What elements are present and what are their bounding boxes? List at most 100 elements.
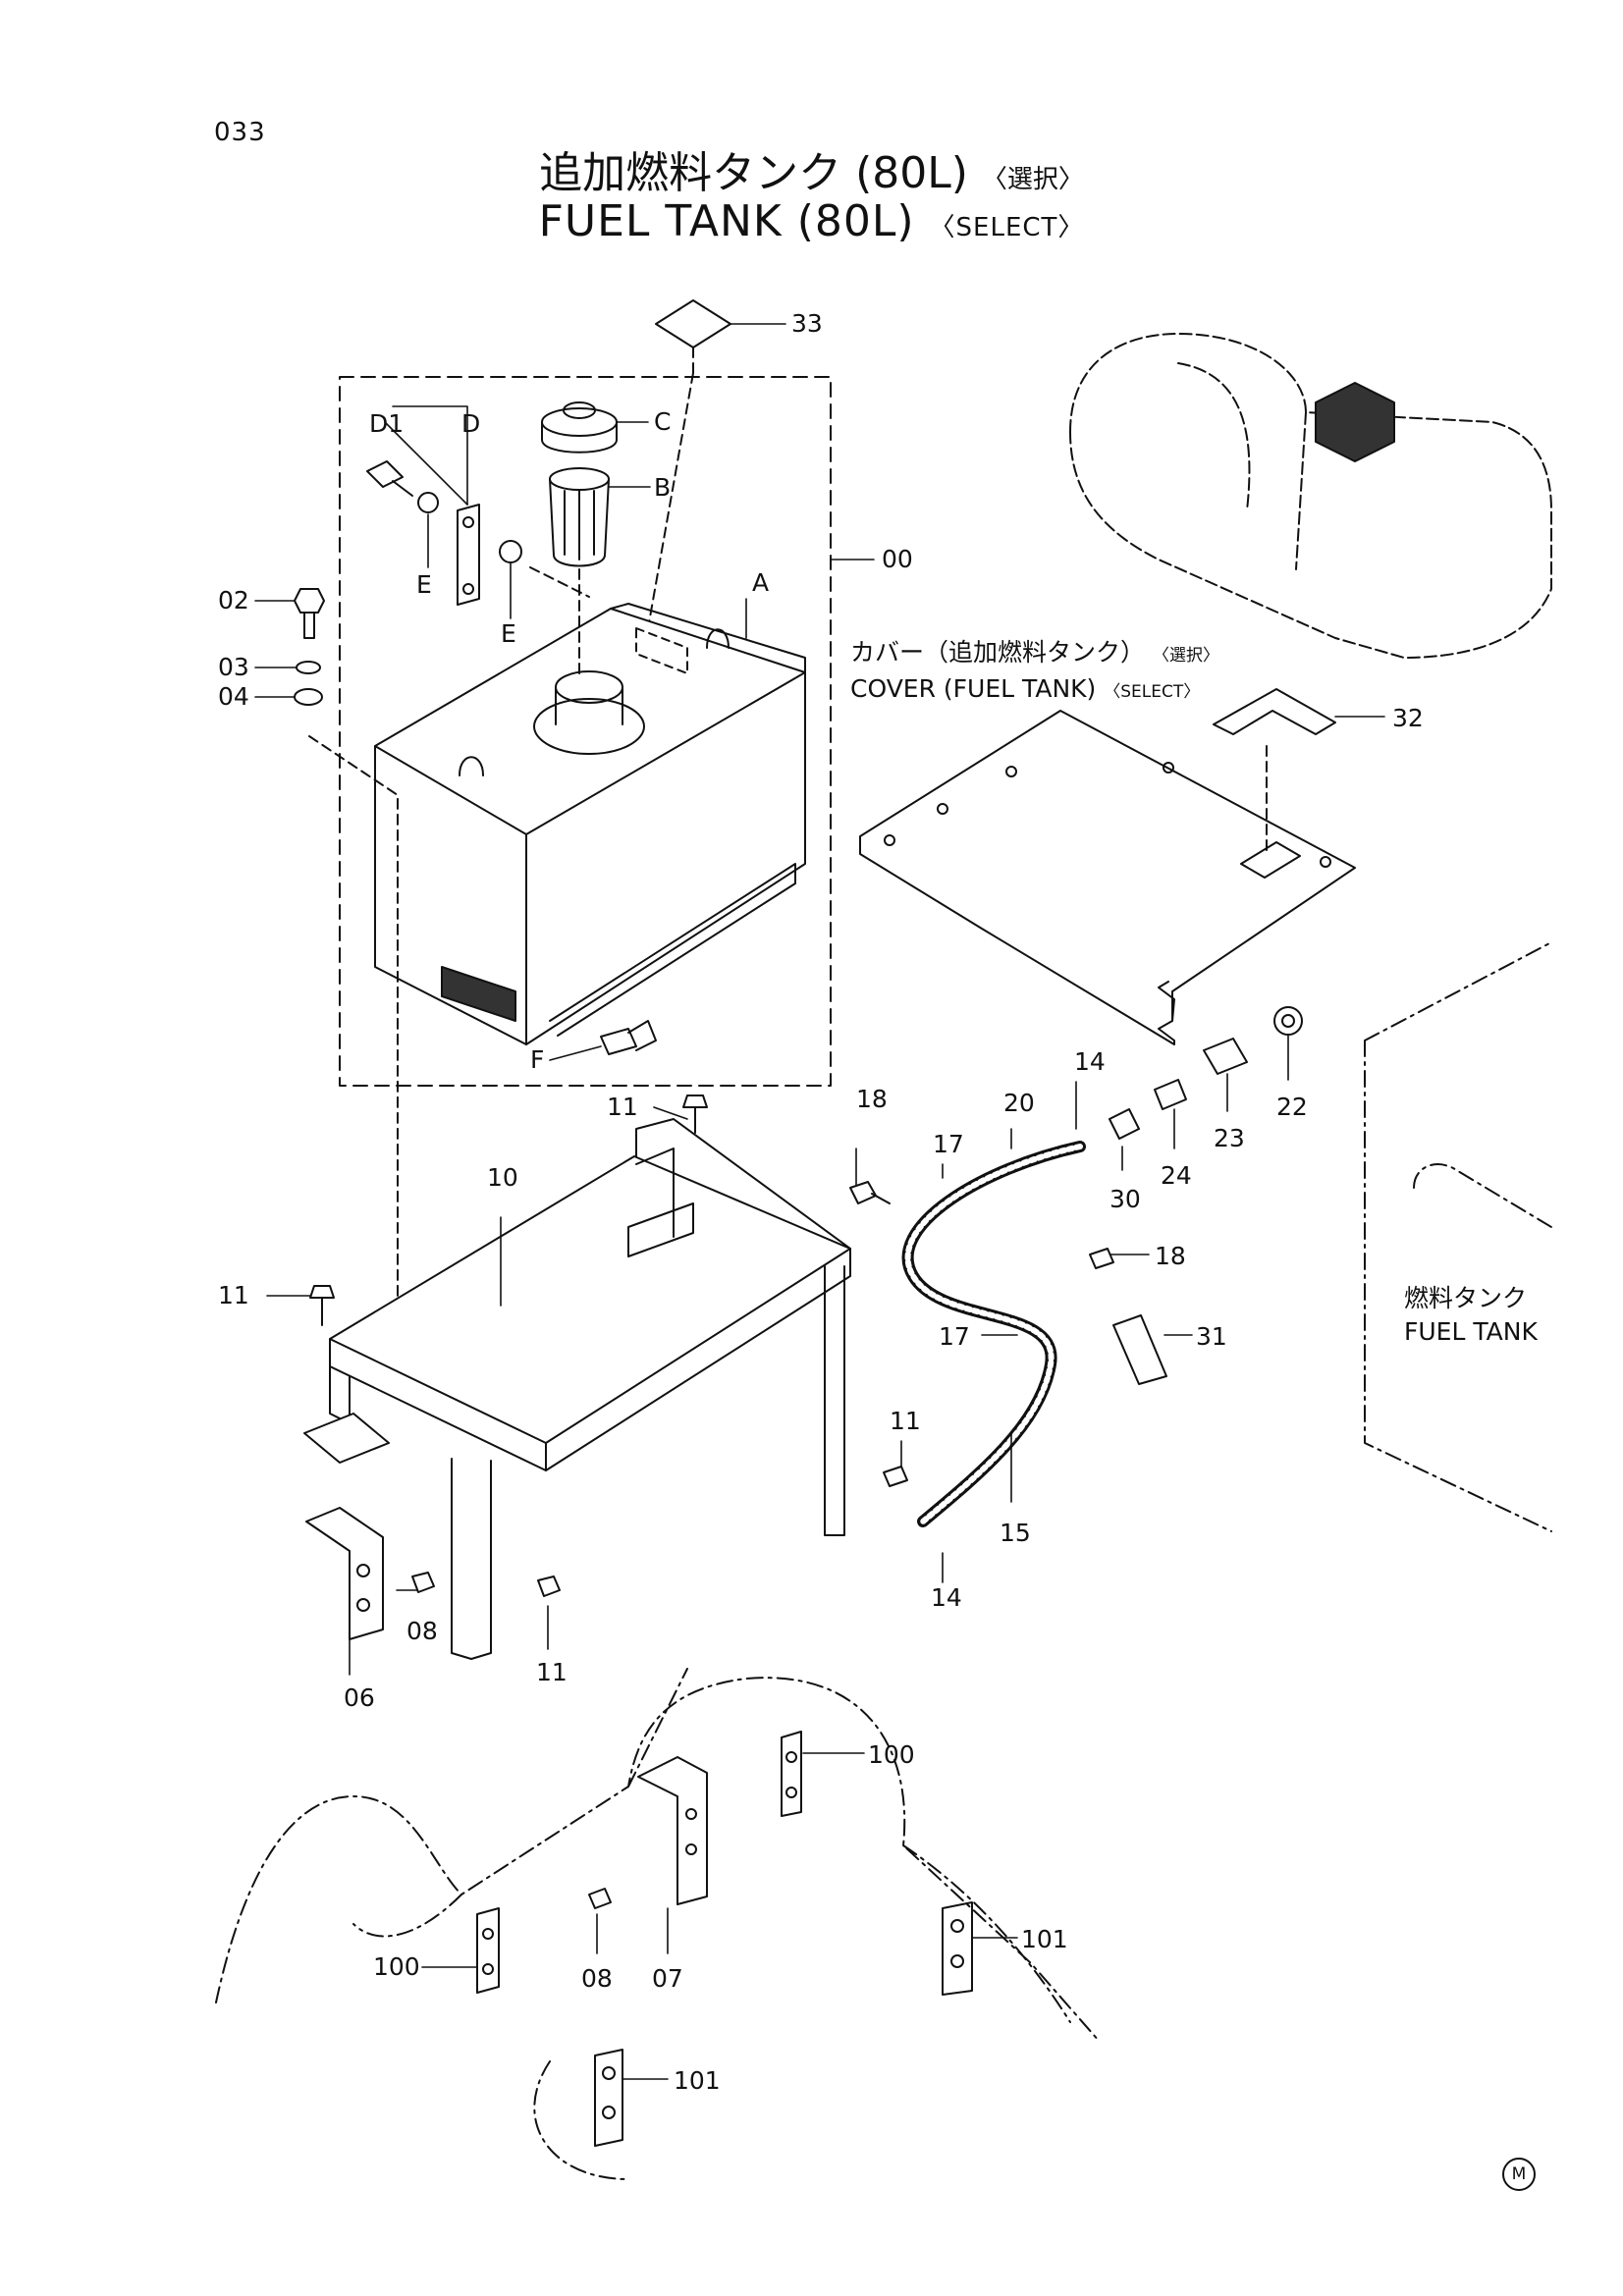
cover-note-en: COVER (FUEL TANK) bbox=[850, 674, 1097, 703]
callout-20: 20 bbox=[1003, 1089, 1035, 1117]
fitting-30 bbox=[1109, 1108, 1140, 1140]
bolt-18-upper bbox=[849, 1181, 891, 1204]
callout-07: 07 bbox=[652, 1964, 683, 1993]
clamp-31 bbox=[1112, 1314, 1167, 1385]
callout-06: 06 bbox=[344, 1683, 375, 1712]
callout-a: A bbox=[752, 568, 769, 597]
bracket-07 bbox=[637, 1756, 708, 1905]
callout-11a: 11 bbox=[607, 1093, 638, 1121]
washer-03 bbox=[296, 661, 321, 674]
callout-100b: 100 bbox=[373, 1952, 420, 1981]
plate-100-right bbox=[781, 1731, 802, 1817]
cover-note-en-select: 〈SELECT〉 bbox=[1104, 682, 1201, 702]
fuel-tank-note-jp: 燃料タンク bbox=[1404, 1284, 1528, 1312]
level-gauge-d bbox=[457, 504, 480, 606]
page-number: 033 bbox=[214, 118, 266, 147]
fitting-23 bbox=[1203, 1038, 1248, 1075]
callout-100a: 100 bbox=[868, 1740, 915, 1769]
callout-b: B bbox=[654, 473, 671, 502]
callout-17a: 17 bbox=[933, 1130, 964, 1158]
bolt-11-top bbox=[682, 1095, 708, 1134]
callout-30: 30 bbox=[1109, 1185, 1141, 1213]
title-english-select: 〈SELECT〉 bbox=[929, 213, 1085, 242]
decal-33 bbox=[655, 299, 731, 348]
bolt-11-lower bbox=[537, 1575, 561, 1597]
callout-labels: 33 C B D1 D E E A 00 02 03 04 F 32 11 10… bbox=[218, 309, 1424, 2095]
elbow-f bbox=[600, 1020, 657, 1055]
callout-08b: 08 bbox=[581, 1964, 613, 1993]
callout-c: C bbox=[654, 407, 671, 436]
hose-15-core bbox=[904, 1144, 1083, 1524]
callout-08a: 08 bbox=[406, 1617, 438, 1645]
callout-101b: 101 bbox=[674, 2066, 721, 2095]
bolt-d1 bbox=[366, 460, 413, 497]
cover-bracket-32 bbox=[1213, 688, 1336, 735]
plate-101-lower bbox=[594, 2049, 623, 2147]
cap-c bbox=[541, 401, 618, 454]
fuel-tank-note-en: FUEL TANK bbox=[1404, 1317, 1538, 1346]
callout-18a: 18 bbox=[856, 1085, 888, 1113]
bolt-08-left bbox=[411, 1572, 435, 1593]
cover-note-jp-select: 〈選択〉 bbox=[1152, 646, 1219, 666]
fuel-tank-a bbox=[374, 603, 806, 1045]
callout-18b: 18 bbox=[1155, 1242, 1186, 1270]
plate-100-left bbox=[476, 1907, 500, 1994]
tank-frame-outline bbox=[1364, 941, 1552, 1532]
callout-17b: 17 bbox=[939, 1322, 970, 1351]
fitting-24 bbox=[1154, 1079, 1187, 1110]
callout-14b: 14 bbox=[931, 1583, 962, 1612]
machine-overview bbox=[1069, 333, 1552, 659]
title-japanese-select: 〈選択〉 bbox=[981, 165, 1084, 194]
frame-10 bbox=[303, 1118, 851, 1660]
assembly-boundary bbox=[339, 376, 832, 1087]
callout-10: 10 bbox=[487, 1163, 518, 1192]
strainer-b bbox=[549, 467, 610, 567]
washer-e1 bbox=[417, 492, 439, 513]
cover-note: カバー（追加燃料タンク） 〈選択〉 COVER (FUEL TANK) 〈SEL… bbox=[850, 636, 1219, 709]
callout-02: 02 bbox=[218, 586, 249, 614]
callout-31: 31 bbox=[1196, 1322, 1227, 1351]
bolt-02 bbox=[294, 588, 325, 639]
fitting-22 bbox=[1273, 1006, 1303, 1036]
washer-04 bbox=[294, 688, 323, 706]
callout-03: 03 bbox=[218, 653, 249, 681]
callout-d1: D1 bbox=[369, 409, 404, 438]
callout-d: D bbox=[461, 409, 480, 438]
callout-f: F bbox=[530, 1045, 544, 1074]
bolt-11-left bbox=[309, 1285, 335, 1326]
bolt-18-lower bbox=[1089, 1248, 1114, 1269]
decal-33-leader-down bbox=[647, 347, 694, 629]
callout-11d: 11 bbox=[536, 1658, 568, 1686]
hose-15 bbox=[901, 1141, 1086, 1527]
callout-00: 00 bbox=[882, 545, 913, 573]
cover-note-jp: カバー（追加燃料タンク） bbox=[850, 638, 1146, 667]
title-japanese: 追加燃料タンク (80L) 〈選択〉 bbox=[0, 137, 1623, 200]
callout-14a: 14 bbox=[1074, 1047, 1106, 1076]
cover-note-en-line: COVER (FUEL TANK) 〈SELECT〉 bbox=[850, 672, 1219, 709]
callout-32: 32 bbox=[1392, 704, 1424, 732]
plate-101-right bbox=[942, 1901, 973, 1996]
callout-e2: E bbox=[501, 619, 516, 648]
bracket-06 bbox=[305, 1507, 384, 1640]
cover-fuel-tank bbox=[859, 710, 1356, 1045]
callout-15: 15 bbox=[1000, 1519, 1031, 1547]
overview-tank bbox=[1315, 382, 1395, 462]
leader-lines bbox=[254, 323, 1385, 2080]
cover-note-jp-line: カバー（追加燃料タンク） 〈選択〉 bbox=[850, 636, 1219, 672]
gauge-leader bbox=[529, 566, 590, 598]
title-english: FUEL TANK (80L) 〈SELECT〉 bbox=[0, 196, 1623, 246]
fuel-tank-note: 燃料タンク FUEL TANK bbox=[1404, 1282, 1538, 1349]
callout-33: 33 bbox=[791, 309, 823, 338]
callout-04: 04 bbox=[218, 682, 249, 711]
callout-101a: 101 bbox=[1021, 1925, 1068, 1953]
machine-frame-outline bbox=[215, 1668, 1101, 2180]
callout-e1: E bbox=[416, 570, 432, 599]
bolt-02-leader bbox=[308, 735, 399, 1336]
callout-11c: 11 bbox=[890, 1407, 921, 1435]
callout-22: 22 bbox=[1276, 1093, 1308, 1121]
bolt-11-right bbox=[883, 1466, 908, 1487]
washer-e2 bbox=[499, 540, 522, 563]
callout-11b: 11 bbox=[218, 1281, 249, 1309]
bolt-08-lower bbox=[588, 1888, 612, 1909]
